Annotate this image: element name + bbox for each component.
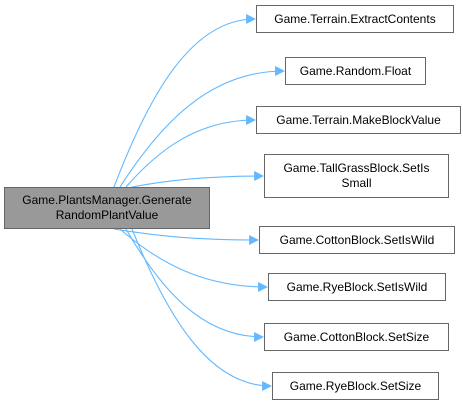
target-node-tall-grass-block-set-is-small[interactable]: Game.TallGrassBlock.SetIs Small <box>264 154 449 198</box>
target-node-cotton-block-set-is-wild[interactable]: Game.CottonBlock.SetIsWild <box>259 226 455 254</box>
target-node-label: Game.CottonBlock.SetIsWild <box>279 232 435 247</box>
call-edge <box>119 228 268 292</box>
target-node-rye-block-set-size[interactable]: Game.RyeBlock.SetSize <box>272 372 439 400</box>
call-edge <box>131 228 272 391</box>
source-node-label-line-2: RandomPlantValue <box>55 208 159 222</box>
call-edge <box>131 171 264 188</box>
target-node-label: Game.Terrain.ExtractContents <box>274 11 436 26</box>
target-node-terrain-extract-contents[interactable]: Game.Terrain.ExtractContents <box>256 5 454 33</box>
source-node-label-line-1: Game.PlantsManager.Generate <box>22 193 192 207</box>
target-node-rye-block-set-is-wild[interactable]: Game.RyeBlock.SetIsWild <box>268 273 446 301</box>
call-edge <box>125 115 256 188</box>
target-node-terrain-make-block-value[interactable]: Game.Terrain.MakeBlockValue <box>256 106 461 134</box>
target-node-label-line-2: Small <box>341 176 372 190</box>
call-edge <box>125 228 264 342</box>
target-node-label-line-1: Game.TallGrassBlock.SetIs <box>283 161 430 175</box>
call-edge <box>113 14 256 188</box>
target-node-label: Game.RyeBlock.SetSize <box>289 378 422 393</box>
target-node-label: Game.Terrain.MakeBlockValue <box>276 112 441 127</box>
source-node-plants-manager-generate-random-plant-value[interactable]: Game.PlantsManager.Generate RandomPlantV… <box>4 187 210 229</box>
target-node-label: Game.RyeBlock.SetIsWild <box>286 279 428 294</box>
call-edge <box>119 66 285 188</box>
target-node-label: Game.Random.Float <box>299 63 412 78</box>
target-node-random-float[interactable]: Game.Random.Float <box>285 57 426 85</box>
target-node-label: Game.CottonBlock.SetSize <box>283 329 430 344</box>
target-node-cotton-block-set-size[interactable]: Game.CottonBlock.SetSize <box>264 323 449 351</box>
